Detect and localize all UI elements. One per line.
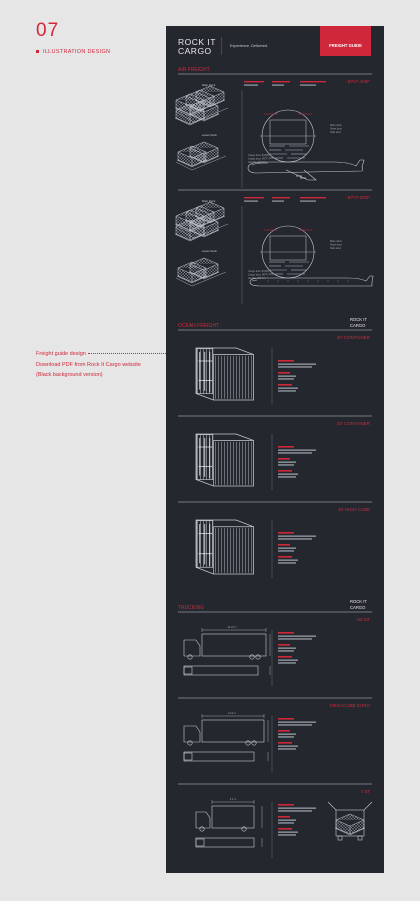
tagline: Experience. Delivered. bbox=[230, 44, 268, 48]
b747-spec-header bbox=[244, 81, 326, 86]
truck-megacube-specs bbox=[278, 718, 316, 750]
truck-megacube-illustration bbox=[183, 714, 269, 762]
truck-7-5t-title: 7.5T bbox=[361, 789, 370, 794]
b747-aircraft-outline bbox=[247, 159, 365, 181]
truck-us53-specs bbox=[278, 632, 316, 664]
poster-artwork: Cargo door (FWD) Cargo door (AFT) Height… bbox=[166, 26, 374, 858]
container-20ft-title: 20' CONTAINER bbox=[337, 335, 371, 340]
section-trucking: TRUCKING bbox=[178, 605, 204, 611]
container-40ft-title: 40' CONTAINER bbox=[337, 421, 371, 426]
ocean-brand-bottom: CARGO bbox=[350, 323, 366, 328]
b777-loading-diagram bbox=[175, 202, 343, 304]
container-40ft-illustration bbox=[195, 433, 255, 487]
note-leader-line bbox=[88, 353, 176, 354]
category-bullet bbox=[36, 50, 39, 54]
b747-main-deck-label: Main Deck bbox=[202, 83, 216, 87]
freight-guide-badge bbox=[320, 26, 371, 56]
category-label: ILLUSTRATION DESIGN bbox=[36, 49, 110, 55]
aircraft-b747-title: B747-400F bbox=[348, 79, 371, 84]
freight-guide-poster: Cargo door (FWD) Cargo door (AFT) Height… bbox=[166, 26, 384, 873]
ocean-brand-top: ROCK IT bbox=[350, 317, 367, 322]
category-text: ILLUSTRATION DESIGN bbox=[43, 49, 111, 55]
trucking-brand-bottom: CARGO bbox=[350, 605, 366, 610]
brand-logo-bottom: CARGO bbox=[178, 46, 212, 56]
note-line-1: Freight guide design bbox=[36, 351, 86, 357]
aircraft-b777-title: B777-200F bbox=[348, 195, 371, 200]
page-number: 07 bbox=[36, 20, 60, 41]
container-20ft-specs bbox=[278, 360, 316, 392]
truck-7-5t-specs bbox=[278, 804, 316, 836]
truck-7-5t-illustration bbox=[195, 800, 263, 848]
container-40ft-specs bbox=[278, 446, 316, 478]
truck-megacube-title: MEGACUBE EURO bbox=[330, 703, 371, 708]
b777-aircraft-outline bbox=[249, 275, 374, 287]
b777-main-deck-label: Main Deck bbox=[202, 199, 216, 203]
truck-us53-illustration bbox=[183, 628, 271, 676]
side-note: Freight guide design Download PDF from R… bbox=[36, 349, 141, 381]
trucking-brand-top: ROCK IT bbox=[350, 599, 367, 604]
svg-text:16.15 m: 16.15 m bbox=[227, 625, 236, 629]
note-line-2: Download PDF from Rock It Cargo website bbox=[36, 361, 141, 368]
b777-lower-deck-label: Lower Deck bbox=[202, 249, 217, 253]
section-air-freight: AIR FREIGHT bbox=[178, 67, 210, 73]
b777-spec-header bbox=[244, 197, 326, 202]
b747-lower-deck-label: Lower Deck bbox=[202, 133, 217, 137]
container-40ft-high-cube-specs bbox=[278, 532, 316, 564]
truck-us53-title: US 53' bbox=[357, 617, 371, 622]
container-40ft-high-cube-illustration bbox=[195, 519, 255, 575]
container-20ft-illustration bbox=[195, 347, 255, 401]
svg-text:6.2 m: 6.2 m bbox=[230, 797, 237, 801]
note-line-3: (Black background version) bbox=[36, 372, 103, 378]
freight-guide-badge-label: FREIGHT GUIDE bbox=[329, 43, 362, 48]
svg-text:13.6 m: 13.6 m bbox=[228, 711, 236, 715]
container-40ft-high-cube-title: 40' HIGH CUBE bbox=[338, 507, 370, 512]
section-ocean-freight: OCEAN FREIGHT bbox=[178, 323, 219, 329]
truck-7-5t-rear-view bbox=[327, 801, 373, 841]
brand-logo-top: ROCK IT bbox=[178, 37, 216, 47]
